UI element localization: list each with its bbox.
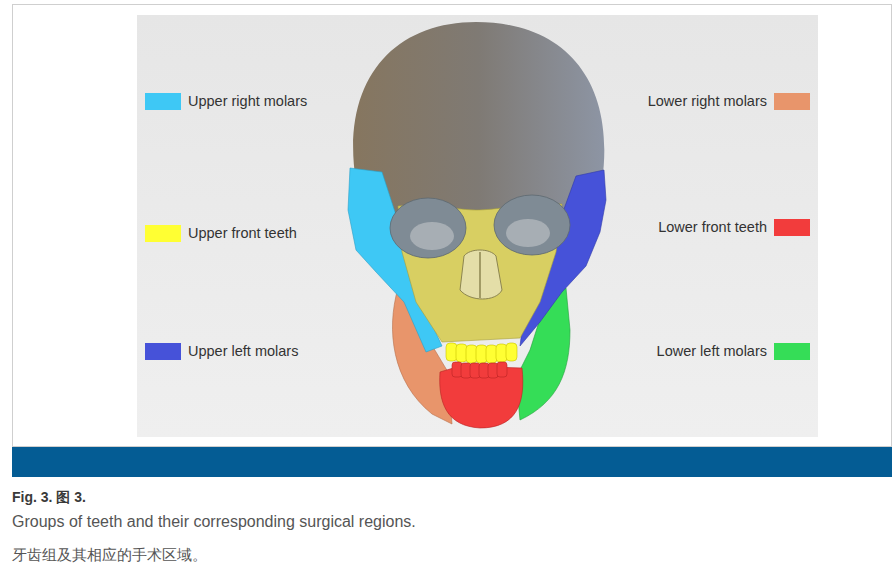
legend-swatch [145, 343, 181, 360]
figure-caption: Groups of teeth and their corresponding … [12, 513, 416, 531]
legend-entry: Lower left molars [657, 343, 810, 360]
legend-label: Lower right molars [648, 93, 767, 109]
figure-title: Fig. 3. 图 3. [12, 489, 86, 507]
legend-entry: Upper left molars [145, 343, 298, 360]
legend-swatch [774, 219, 810, 236]
legend-entry: Lower front teeth [658, 219, 810, 236]
legend-swatch [145, 225, 181, 242]
legend-entry: Upper front teeth [145, 225, 297, 242]
blue-bar [12, 447, 892, 477]
skull [348, 22, 606, 428]
legend-entry: Lower right molars [648, 93, 810, 110]
legend-label: Upper front teeth [188, 225, 297, 241]
legend-label: Lower front teeth [658, 219, 767, 235]
legend-entry: Upper right molars [145, 93, 307, 110]
legend-swatch [145, 93, 181, 110]
legend-swatch [774, 343, 810, 360]
figure-frame [13, 5, 892, 447]
legend-label: Upper right molars [188, 93, 307, 109]
legend-label: Upper left molars [188, 343, 298, 359]
image-panel [137, 15, 818, 437]
legend-label: Lower left molars [657, 343, 767, 359]
legend-swatch [774, 93, 810, 110]
caption-translation: 牙齿组及其相应的手术区域。 [12, 546, 207, 565]
